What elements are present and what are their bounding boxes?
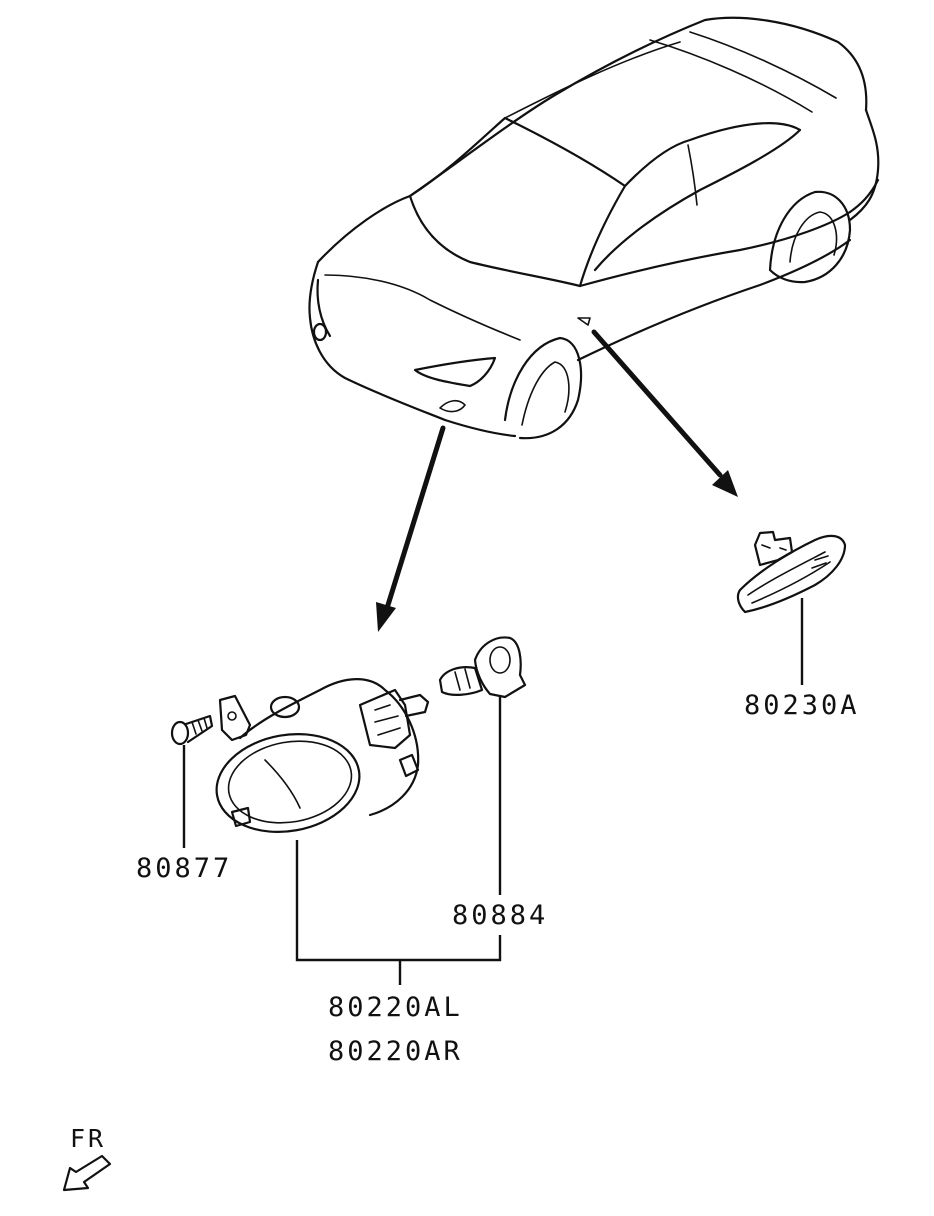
front-direction-label: FR xyxy=(70,1124,107,1153)
pointer-arrow-fog-lamp xyxy=(376,425,446,632)
part-label-bulb[interactable]: 80884 xyxy=(452,900,549,931)
front-direction-arrow-icon xyxy=(62,1154,112,1192)
fog-lamp-drawing xyxy=(215,678,430,833)
bulb-drawing xyxy=(438,636,527,699)
pointer-arrow-side-marker xyxy=(591,329,738,497)
side-marker-lamp-drawing xyxy=(736,530,847,614)
car-body-outline xyxy=(308,16,880,440)
part-label-fog-lamp-right[interactable]: 80220AR xyxy=(328,1036,463,1067)
part-label-screw[interactable]: 80877 xyxy=(136,853,233,884)
part-label-fog-lamp-left[interactable]: 80220AL xyxy=(328,992,463,1023)
screw-drawing xyxy=(170,714,214,746)
leader-lines xyxy=(182,598,804,985)
part-label-side-marker[interactable]: 80230A xyxy=(744,690,860,721)
